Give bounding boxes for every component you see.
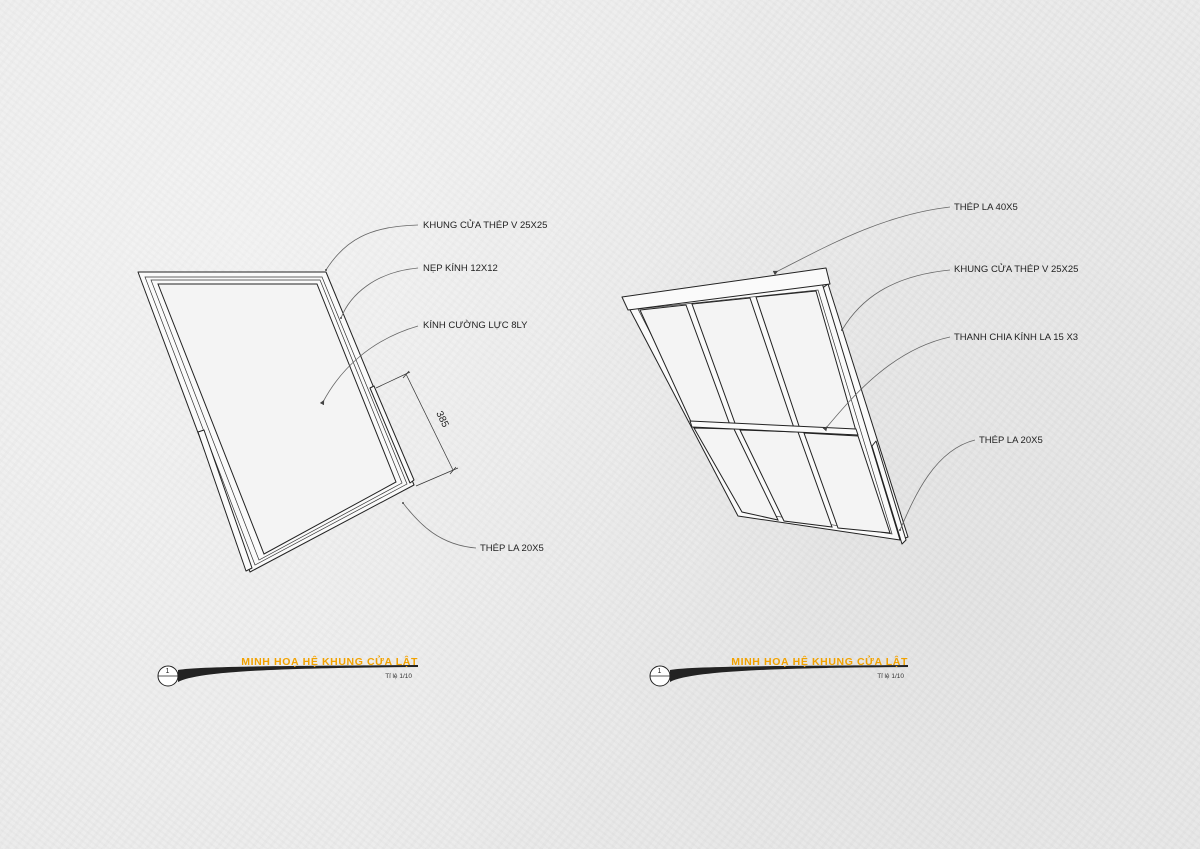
right-title-block: 1 MINH HOẠ HỆ KHUNG CỬA LẬT Tỉ lệ 1/10 [649,655,908,687]
right-view-number: 1 [658,668,662,675]
left-window-view: 385 KHUNG CỬA THÉP V 25X25 NẸP KÍNH 12X1… [137,219,547,687]
leader-top-bar [772,206,951,276]
right-pane-6 [803,432,891,534]
label-glass: KÍNH CƯỜNG LỰC 8LY [423,320,528,331]
leader-glass [319,325,419,406]
label-right-frame: KHUNG CỬA THÉP V 25X25 [954,263,1078,275]
left-frame-inner-lip [144,276,408,566]
right-horizontal-divider [689,420,859,436]
label-top-bar: THÉP LA 40X5 [954,202,1018,213]
leader-divider [822,336,951,432]
right-side-flat-bar [871,440,907,545]
leader-flat-bar [402,502,477,549]
left-title-block: 1 MINH HOẠ HỆ KHUNG CỬA LẬT Tỉ lệ 1/10 [157,655,418,687]
right-view-scale: Tỉ lệ 1/10 [877,672,904,680]
left-view-scale: Tỉ lệ 1/10 [385,672,412,680]
leader-frame [325,224,419,271]
left-view-title: MINH HOẠ HỆ KHUNG CỬA LẬT [241,655,418,668]
label-right-flat-bar: THÉP LA 20X5 [979,435,1043,446]
right-window-view: THÉP LA 40X5 KHUNG CỬA THÉP V 25X25 THAN… [621,202,1078,687]
left-view-number: 1 [166,668,170,675]
left-glazing-bead [150,279,403,561]
right-view-title: MINH HOẠ HỆ KHUNG CỬA LẬT [731,655,908,668]
label-bead: NẸP KÍNH 12X12 [423,263,498,274]
left-glass-pane [157,283,397,555]
label-divider: THANH CHIA KÍNH LA 15 X3 [954,332,1078,343]
label-flat-bar: THÉP LA 20X5 [480,543,544,554]
label-frame: KHUNG CỬA THÉP V 25X25 [423,219,547,231]
leader-right-frame [841,269,951,331]
left-side-flat-bar [197,429,253,572]
leader-right-flat-bar [899,439,976,531]
left-bottom-flat-bar [369,385,415,484]
leader-bead [340,267,419,319]
dimension-value: 385 [433,409,450,429]
